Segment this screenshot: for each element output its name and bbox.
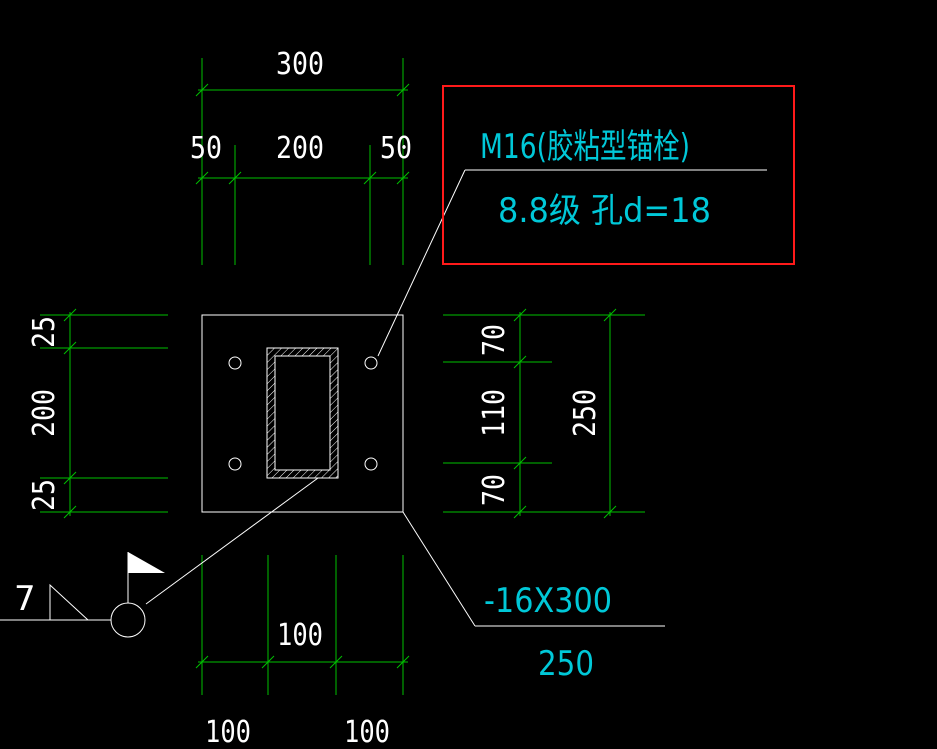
dim-label-200-left: 200	[27, 389, 62, 437]
left-dimension-group	[40, 308, 168, 519]
anchor-hole-top-left	[228, 356, 242, 370]
steel-tube-hollow	[274, 355, 331, 471]
highlight-box	[442, 85, 795, 265]
dim-label-25-top: 25	[27, 316, 62, 348]
anchor-note-line1: M16(胶粘型锚栓)	[480, 127, 690, 167]
dim-label-200-top: 200	[276, 131, 324, 166]
dim-label-25-bottom: 25	[27, 479, 62, 511]
weld-all-around-circle	[110, 602, 146, 638]
dim-label-50-left: 50	[190, 131, 222, 166]
anchor-hole-top-right	[364, 356, 378, 370]
anchor-note-line2: 8.8级 孔d=18	[498, 191, 711, 231]
dim-label-100-right: 100	[344, 715, 390, 749]
dim-label-100-middle: 100	[277, 618, 323, 653]
base-plate	[201, 314, 404, 513]
dim-label-100-left: 100	[205, 715, 251, 749]
dim-label-300: 300	[276, 47, 324, 82]
plate-note-line2: 250	[538, 644, 594, 684]
anchor-leader-line	[377, 169, 466, 357]
plate-leader-line	[402, 511, 476, 627]
top-dimension-group	[195, 58, 410, 265]
weld-size-label: 7	[14, 579, 36, 619]
dim-label-50-right: 50	[380, 131, 412, 166]
bottom-dimension-group	[195, 555, 410, 695]
field-weld-flag-icon	[128, 552, 165, 573]
anchor-hole-bottom-left	[228, 457, 242, 471]
dim-label-250: 250	[568, 389, 603, 437]
anchor-hole-bottom-right	[364, 457, 378, 471]
fillet-weld-symbol	[49, 583, 89, 621]
dim-label-70-bottom: 70	[477, 474, 512, 506]
weld-leader-line	[145, 477, 319, 605]
plate-note-line1: -16X300	[484, 581, 612, 621]
right-dimension-group	[443, 308, 645, 519]
dim-label-70-top: 70	[477, 324, 512, 356]
dim-label-110: 110	[477, 389, 512, 437]
